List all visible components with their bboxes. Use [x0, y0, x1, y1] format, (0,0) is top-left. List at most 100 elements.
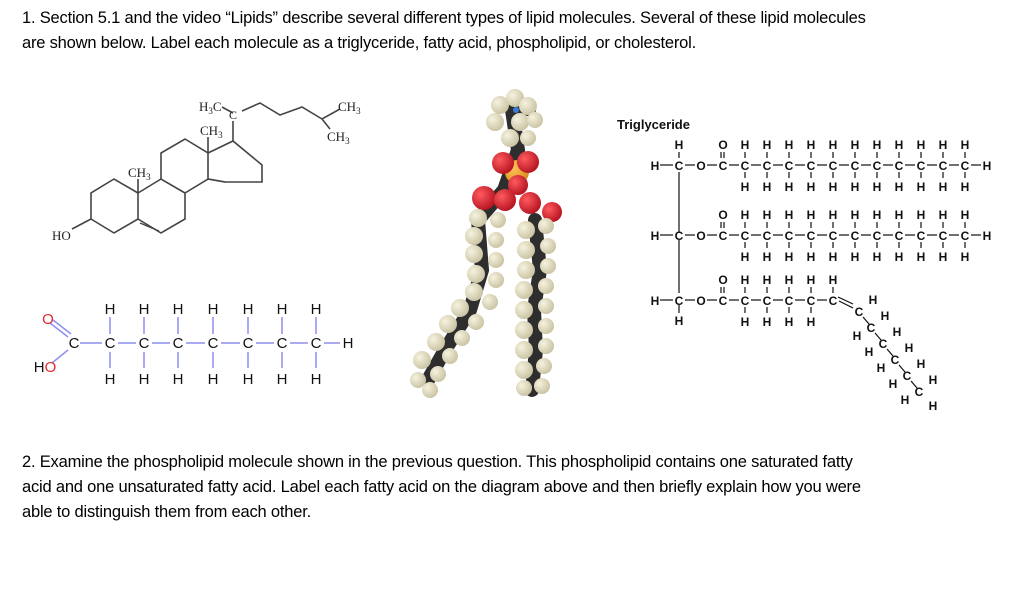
- hydrogen-atom: H: [173, 371, 184, 388]
- carbon-atom: C: [829, 294, 838, 308]
- question-2-line-2: acid and one unsaturated fatty acid. Lab…: [22, 478, 861, 496]
- carbon-atom: C: [855, 305, 864, 319]
- carbon-atom: C: [243, 335, 254, 352]
- hydrogen-atom: H: [961, 180, 970, 194]
- carbon-atom: C: [675, 229, 684, 243]
- cholesterol-structure: HO CH3 CH3 H3C C CH3 CH3: [40, 85, 380, 260]
- carbonyl-carbon: C: [69, 335, 80, 352]
- hydrogen-atom: H: [785, 250, 794, 264]
- carbon-atom: C: [208, 335, 219, 352]
- oxygen-atom: O: [696, 229, 705, 243]
- carbon-atom: C: [903, 369, 912, 383]
- hydrogen-atom: H: [807, 273, 816, 287]
- hydrogen-atom: H: [311, 301, 322, 318]
- carbon-atom: C: [173, 335, 184, 352]
- hydrogen-atom: H: [917, 180, 926, 194]
- hydrogen-atom: H: [807, 138, 816, 152]
- branch-carbon-label: C: [229, 108, 237, 122]
- hydrogen-atom: H: [785, 208, 794, 222]
- hydrogen-atom: H: [873, 250, 882, 264]
- carbon-atom: C: [741, 229, 750, 243]
- carbon-atom: C: [867, 321, 876, 335]
- hydrogen-atom: H: [741, 315, 750, 329]
- hydrogen-atom: H: [243, 371, 254, 388]
- hydrogen-atom: H: [651, 294, 660, 308]
- hydrogen-atom: H: [763, 250, 772, 264]
- hydrogen-atom: H: [741, 250, 750, 264]
- hydrogen-atom: H: [763, 208, 772, 222]
- carbon-atom: C: [961, 229, 970, 243]
- question-2-text: 2. Examine the phospholipid molecule sho…: [22, 450, 1012, 525]
- question-2-line-1: 2. Examine the phospholipid molecule sho…: [22, 453, 853, 471]
- hydrogen-atom: H: [208, 301, 219, 318]
- hydrogen-atom: H: [961, 250, 970, 264]
- hydrogen-atom: H: [939, 250, 948, 264]
- hydrogen-atom: H: [651, 229, 660, 243]
- carbon-atom: C: [851, 229, 860, 243]
- hydrogen-atom: H: [895, 180, 904, 194]
- carbon-atom: C: [741, 294, 750, 308]
- hydrogen-atom: H: [763, 315, 772, 329]
- question-2-line-3: able to distinguish them from each other…: [22, 503, 311, 521]
- carbon-atom: C: [785, 159, 794, 173]
- hydrogen-atom: H: [675, 138, 684, 152]
- phospholipid-space-filling-model: [400, 80, 600, 405]
- carbon-atom: C: [961, 159, 970, 173]
- hydrogen-atom: H: [807, 180, 816, 194]
- hydrogen-atom: H: [853, 329, 862, 343]
- carbon-atom: C: [917, 159, 926, 173]
- hydrogen-atom: H: [851, 208, 860, 222]
- hydrogen-atom: H: [763, 138, 772, 152]
- triglyceride-diagram: Triglyceride H H C O O C H: [617, 117, 991, 413]
- hydrogen-atom: H: [741, 138, 750, 152]
- hydrogen-atom: H: [741, 180, 750, 194]
- oxygen-atom: O: [696, 159, 705, 173]
- carbon-atom: C: [719, 229, 728, 243]
- carbon-atom: C: [807, 159, 816, 173]
- hydrogen-atom: H: [939, 208, 948, 222]
- hydrogen-atom: H: [829, 180, 838, 194]
- hydrogen-atom: H: [983, 159, 992, 173]
- carbon-atom: C: [807, 229, 816, 243]
- carbon-atom: C: [311, 335, 322, 352]
- hydrogen-atom: H: [877, 361, 886, 375]
- hydrogen-atom: H: [893, 325, 902, 339]
- hydrogen-atom: H: [277, 371, 288, 388]
- hydrogen-atom: H: [917, 357, 926, 371]
- hydrogen-atom: H: [939, 180, 948, 194]
- oxygen-atom: O: [718, 208, 727, 222]
- triglyceride-structure: Triglyceride H H C O O C H: [610, 110, 1010, 425]
- terminal-hydrogen: H: [343, 335, 354, 352]
- hydrogen-atom: H: [865, 345, 874, 359]
- fatty-acid-chains: CHHCHHCHHCHHCHHCHHCHHCHHCHHCHHCHHHCHHCHH…: [729, 138, 991, 413]
- hydrogen-atom: H: [105, 301, 116, 318]
- hydrogen-atom: H: [807, 250, 816, 264]
- hydrogen-atom: H: [961, 138, 970, 152]
- carbon-atom: C: [895, 159, 904, 173]
- carbon-atom: C: [829, 229, 838, 243]
- hydrogen-atom: H: [873, 180, 882, 194]
- carbon-atom: C: [851, 159, 860, 173]
- hydrogen-atom: H: [675, 314, 684, 328]
- hydrogen-atom: H: [917, 208, 926, 222]
- oxygen-atom: O: [718, 138, 727, 152]
- carbon-atom: C: [741, 159, 750, 173]
- hydrogen-atom: H: [807, 315, 816, 329]
- hydrogen-atom: H: [785, 273, 794, 287]
- hydrogen-atom: H: [651, 159, 660, 173]
- question-1-line-1: 1. Section 5.1 and the video “Lipids” de…: [22, 9, 866, 27]
- carbon-atom: C: [675, 159, 684, 173]
- hydrogen-atom: H: [917, 138, 926, 152]
- carbon-atom: C: [895, 229, 904, 243]
- methyl-label-side: H3C: [199, 99, 222, 116]
- hydrogen-atom: H: [939, 138, 948, 152]
- cholesterol-diagram: HO CH3 CH3 H3C C CH3 CH3: [52, 99, 361, 243]
- carbon-atom: C: [807, 294, 816, 308]
- hydrogen-atom: H: [277, 301, 288, 318]
- hydrogen-atom: H: [173, 301, 184, 318]
- hydrogen-atom: H: [139, 371, 150, 388]
- carbon-atom: C: [785, 294, 794, 308]
- carbon-atom: C: [139, 335, 150, 352]
- hydrogen-atom: H: [895, 208, 904, 222]
- hydrogen-atom: H: [851, 180, 860, 194]
